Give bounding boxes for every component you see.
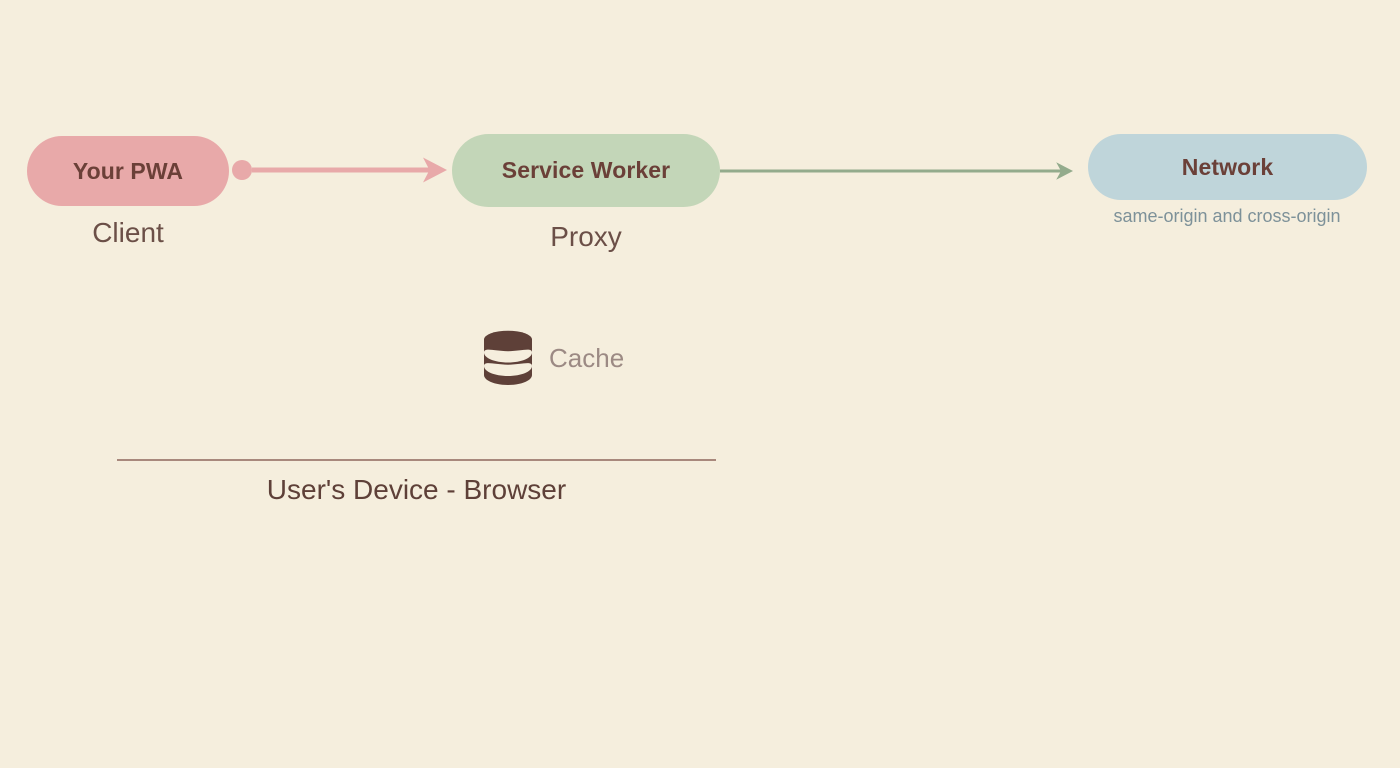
cache-group[interactable]: Cache bbox=[483, 330, 624, 386]
node-network-label: Network bbox=[1181, 153, 1274, 180]
database-icon bbox=[484, 330, 532, 385]
node-your-pwa-label: Your PWA bbox=[72, 157, 184, 184]
device-boundary-line bbox=[117, 459, 716, 461]
node-your-pwa[interactable]: Your PWA bbox=[27, 136, 229, 206]
node-service-worker-label: Service Worker bbox=[501, 157, 671, 183]
edge-start-dot bbox=[232, 160, 252, 180]
node-network-caption: same-origin and cross-origin bbox=[1113, 206, 1341, 226]
edge-pwa-to-service-worker bbox=[232, 157, 448, 183]
node-service-worker[interactable]: Service Worker bbox=[452, 134, 720, 207]
device-boundary-label: User's Device - Browser bbox=[266, 474, 567, 505]
node-network[interactable]: Network bbox=[1088, 134, 1367, 200]
cache-label: Cache bbox=[549, 343, 625, 373]
node-your-pwa-caption: Client bbox=[92, 217, 164, 248]
node-service-worker-caption: Proxy bbox=[550, 221, 622, 252]
